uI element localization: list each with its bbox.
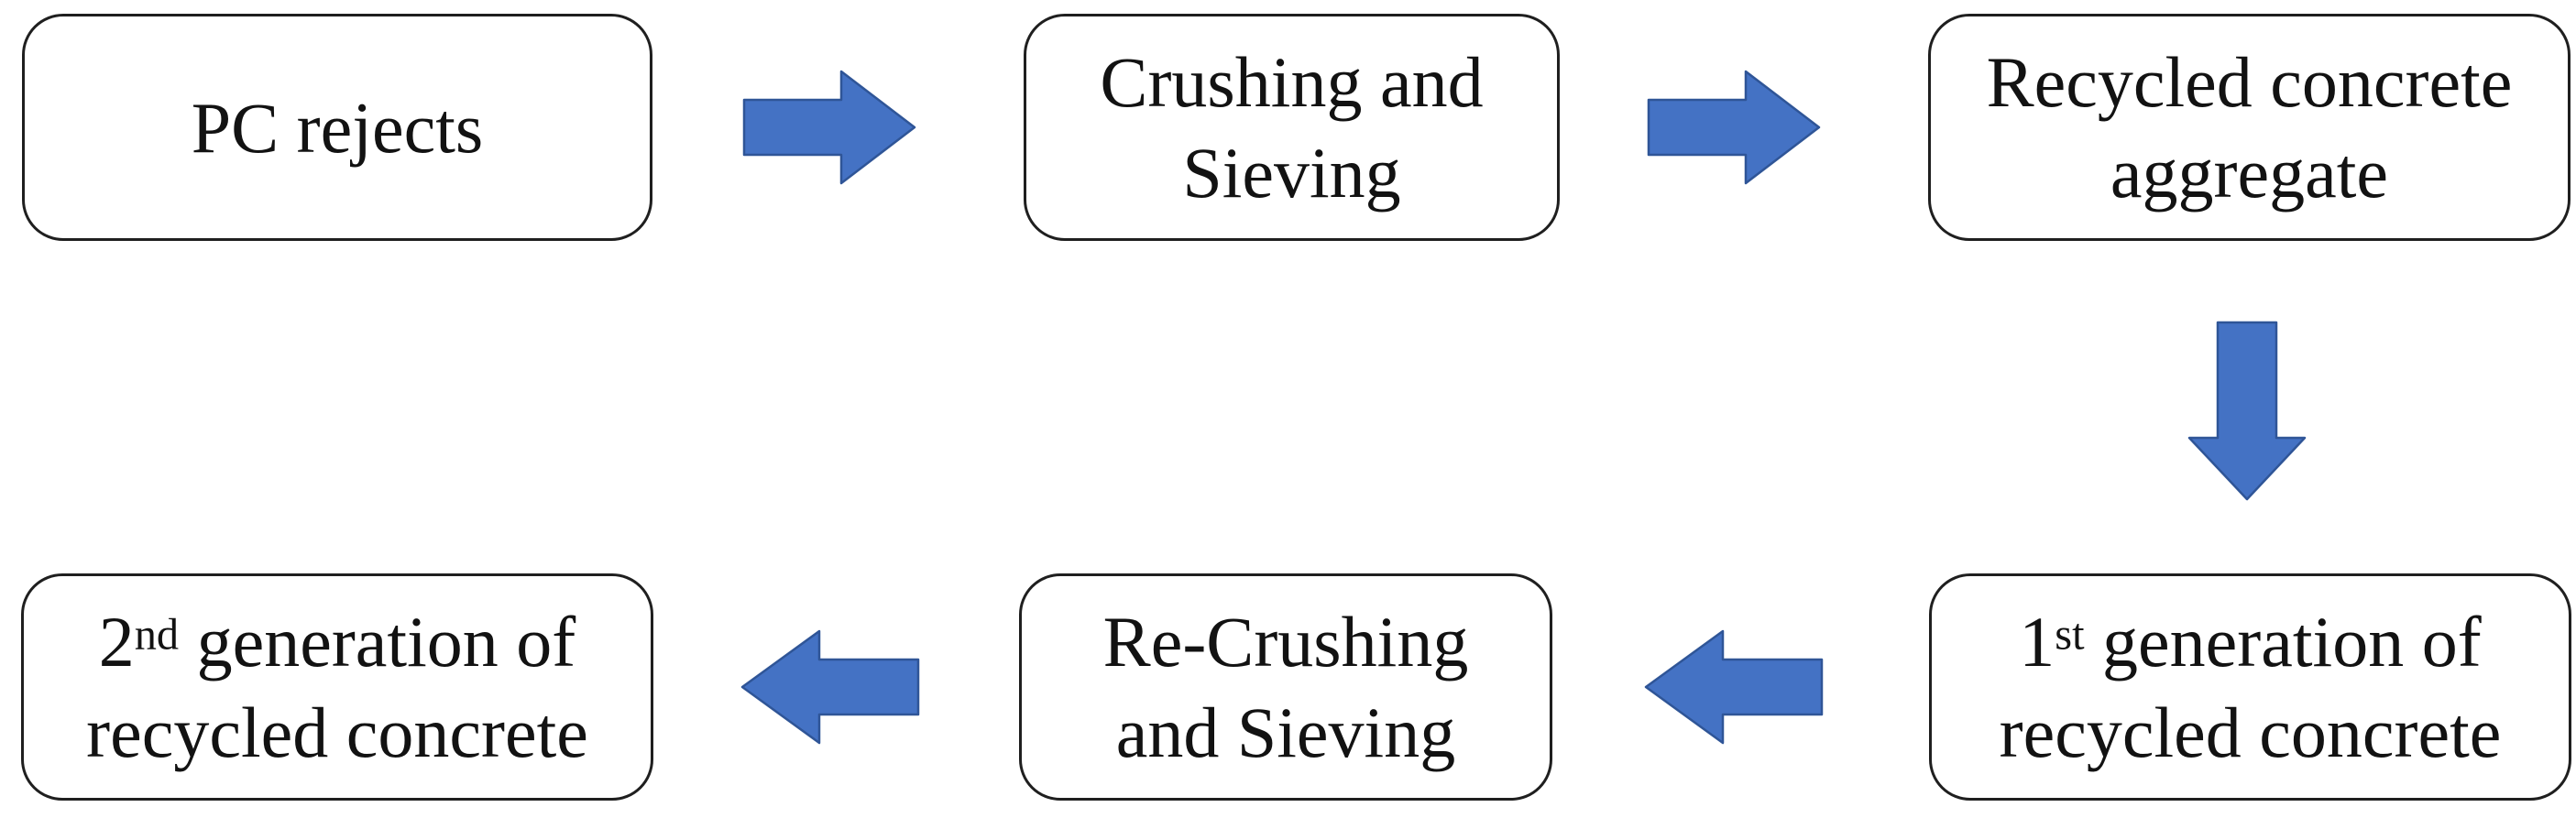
node-label: Crushing and [1100,42,1484,122]
node-label-rest: generation of [2084,602,2482,682]
ordinal-suffix: st [2055,610,2085,660]
arrow-left-icon [1644,629,1824,745]
node-label: PC rejects [191,87,484,168]
node-label: 1st generation of [2019,596,2481,687]
node-label-rest: generation of [179,602,576,682]
node-label: 2nd generation of [99,596,576,687]
node-label: Re-Crushing [1102,602,1469,682]
node-label: aggregate [2110,133,2389,213]
node-gen2-recycled-concrete: 2nd generation of recycled concrete [21,573,653,801]
node-label: recycled concrete [86,693,588,772]
node-recycled-concrete-aggregate: Recycled concrete aggregate [1928,14,2571,241]
ordinal-number: 1 [2019,602,2055,682]
node-crushing-sieving: Crushing and Sieving [1024,14,1560,241]
node-label: recycled concrete [1999,693,2502,772]
node-gen1-recycled-concrete: 1st generation of recycled concrete [1929,573,2571,801]
arrow-left-icon [740,629,920,745]
arrow-right-icon [1647,70,1821,185]
arrow-down-icon [2187,321,2307,501]
ordinal-suffix: nd [134,610,180,660]
node-re-crushing-sieving: Re-Crushing and Sieving [1019,573,1552,801]
node-label: Sieving [1182,133,1401,213]
ordinal-number: 2 [98,602,135,682]
arrow-right-icon [742,70,916,185]
node-label: and Sieving [1115,693,1456,772]
node-label: Recycled concrete [1986,42,2513,122]
node-pc-rejects: PC rejects [22,14,652,241]
